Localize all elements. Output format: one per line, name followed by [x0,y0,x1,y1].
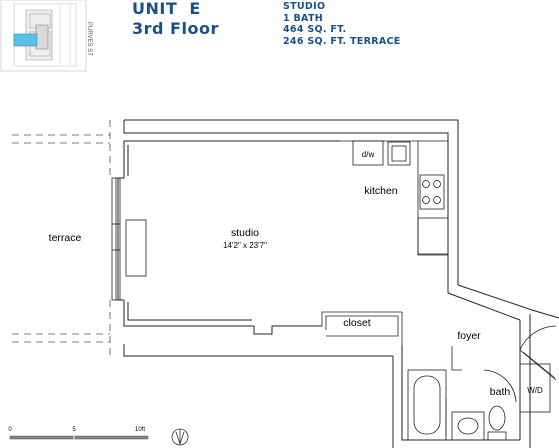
studio-label: studio [231,227,259,239]
entry-door [519,325,557,381]
spec-type: STUDIO [283,1,326,12]
toilet-bowl [488,405,506,431]
bath-sink [451,411,485,441]
floor-name: 3rd Floor [132,19,219,38]
scale-tick-5: 5 [72,427,76,433]
unit-name: UNIT E [132,0,201,18]
refrigerator [417,217,449,255]
bathroom-fixtures [407,346,551,441]
closet-outline [321,311,403,346]
toilet-tank [487,431,507,441]
terrace-label: terrace [49,232,82,244]
terrace-outline [12,120,111,356]
scale-bar: 0 5 10ft [8,427,149,440]
key-plan-street-label: PURVES ST [86,22,92,56]
studio-dimensions: 14'2" x 23'7" [223,241,267,250]
bath-label: bath [490,386,511,398]
kitchen-counter [340,140,449,256]
spec-area: 464 SQ. FT. [283,24,347,35]
dishwasher [352,140,384,166]
exterior-walls [117,119,559,448]
kitchen-label: kitchen [364,185,397,197]
foyer-label: foyer [457,330,481,342]
scale-tick-10: 10ft [135,427,145,433]
dishwasher-label: d/w [362,150,375,159]
unit-heading: UNIT E 3rd Floor [132,0,219,39]
spec-bath: 1 BATH [283,12,324,24]
unit-specs: STUDIO 1 BATH 464 SQ. FT. 246 SQ. FT. TE… [283,1,401,47]
north-arrow-icon [171,428,189,446]
washer-dryer [519,363,551,413]
terrace-window [111,177,147,301]
key-plan: PURVES ST [0,0,92,72]
key-plan-unit-highlight [13,33,38,47]
washer-dryer-label: W/D [527,386,543,395]
spec-terrace: 246 SQ. FT. TERRACE [283,35,401,47]
scale-tick-0: 0 [8,427,12,433]
cooktop [419,174,445,210]
closet-label: closet [343,317,371,329]
